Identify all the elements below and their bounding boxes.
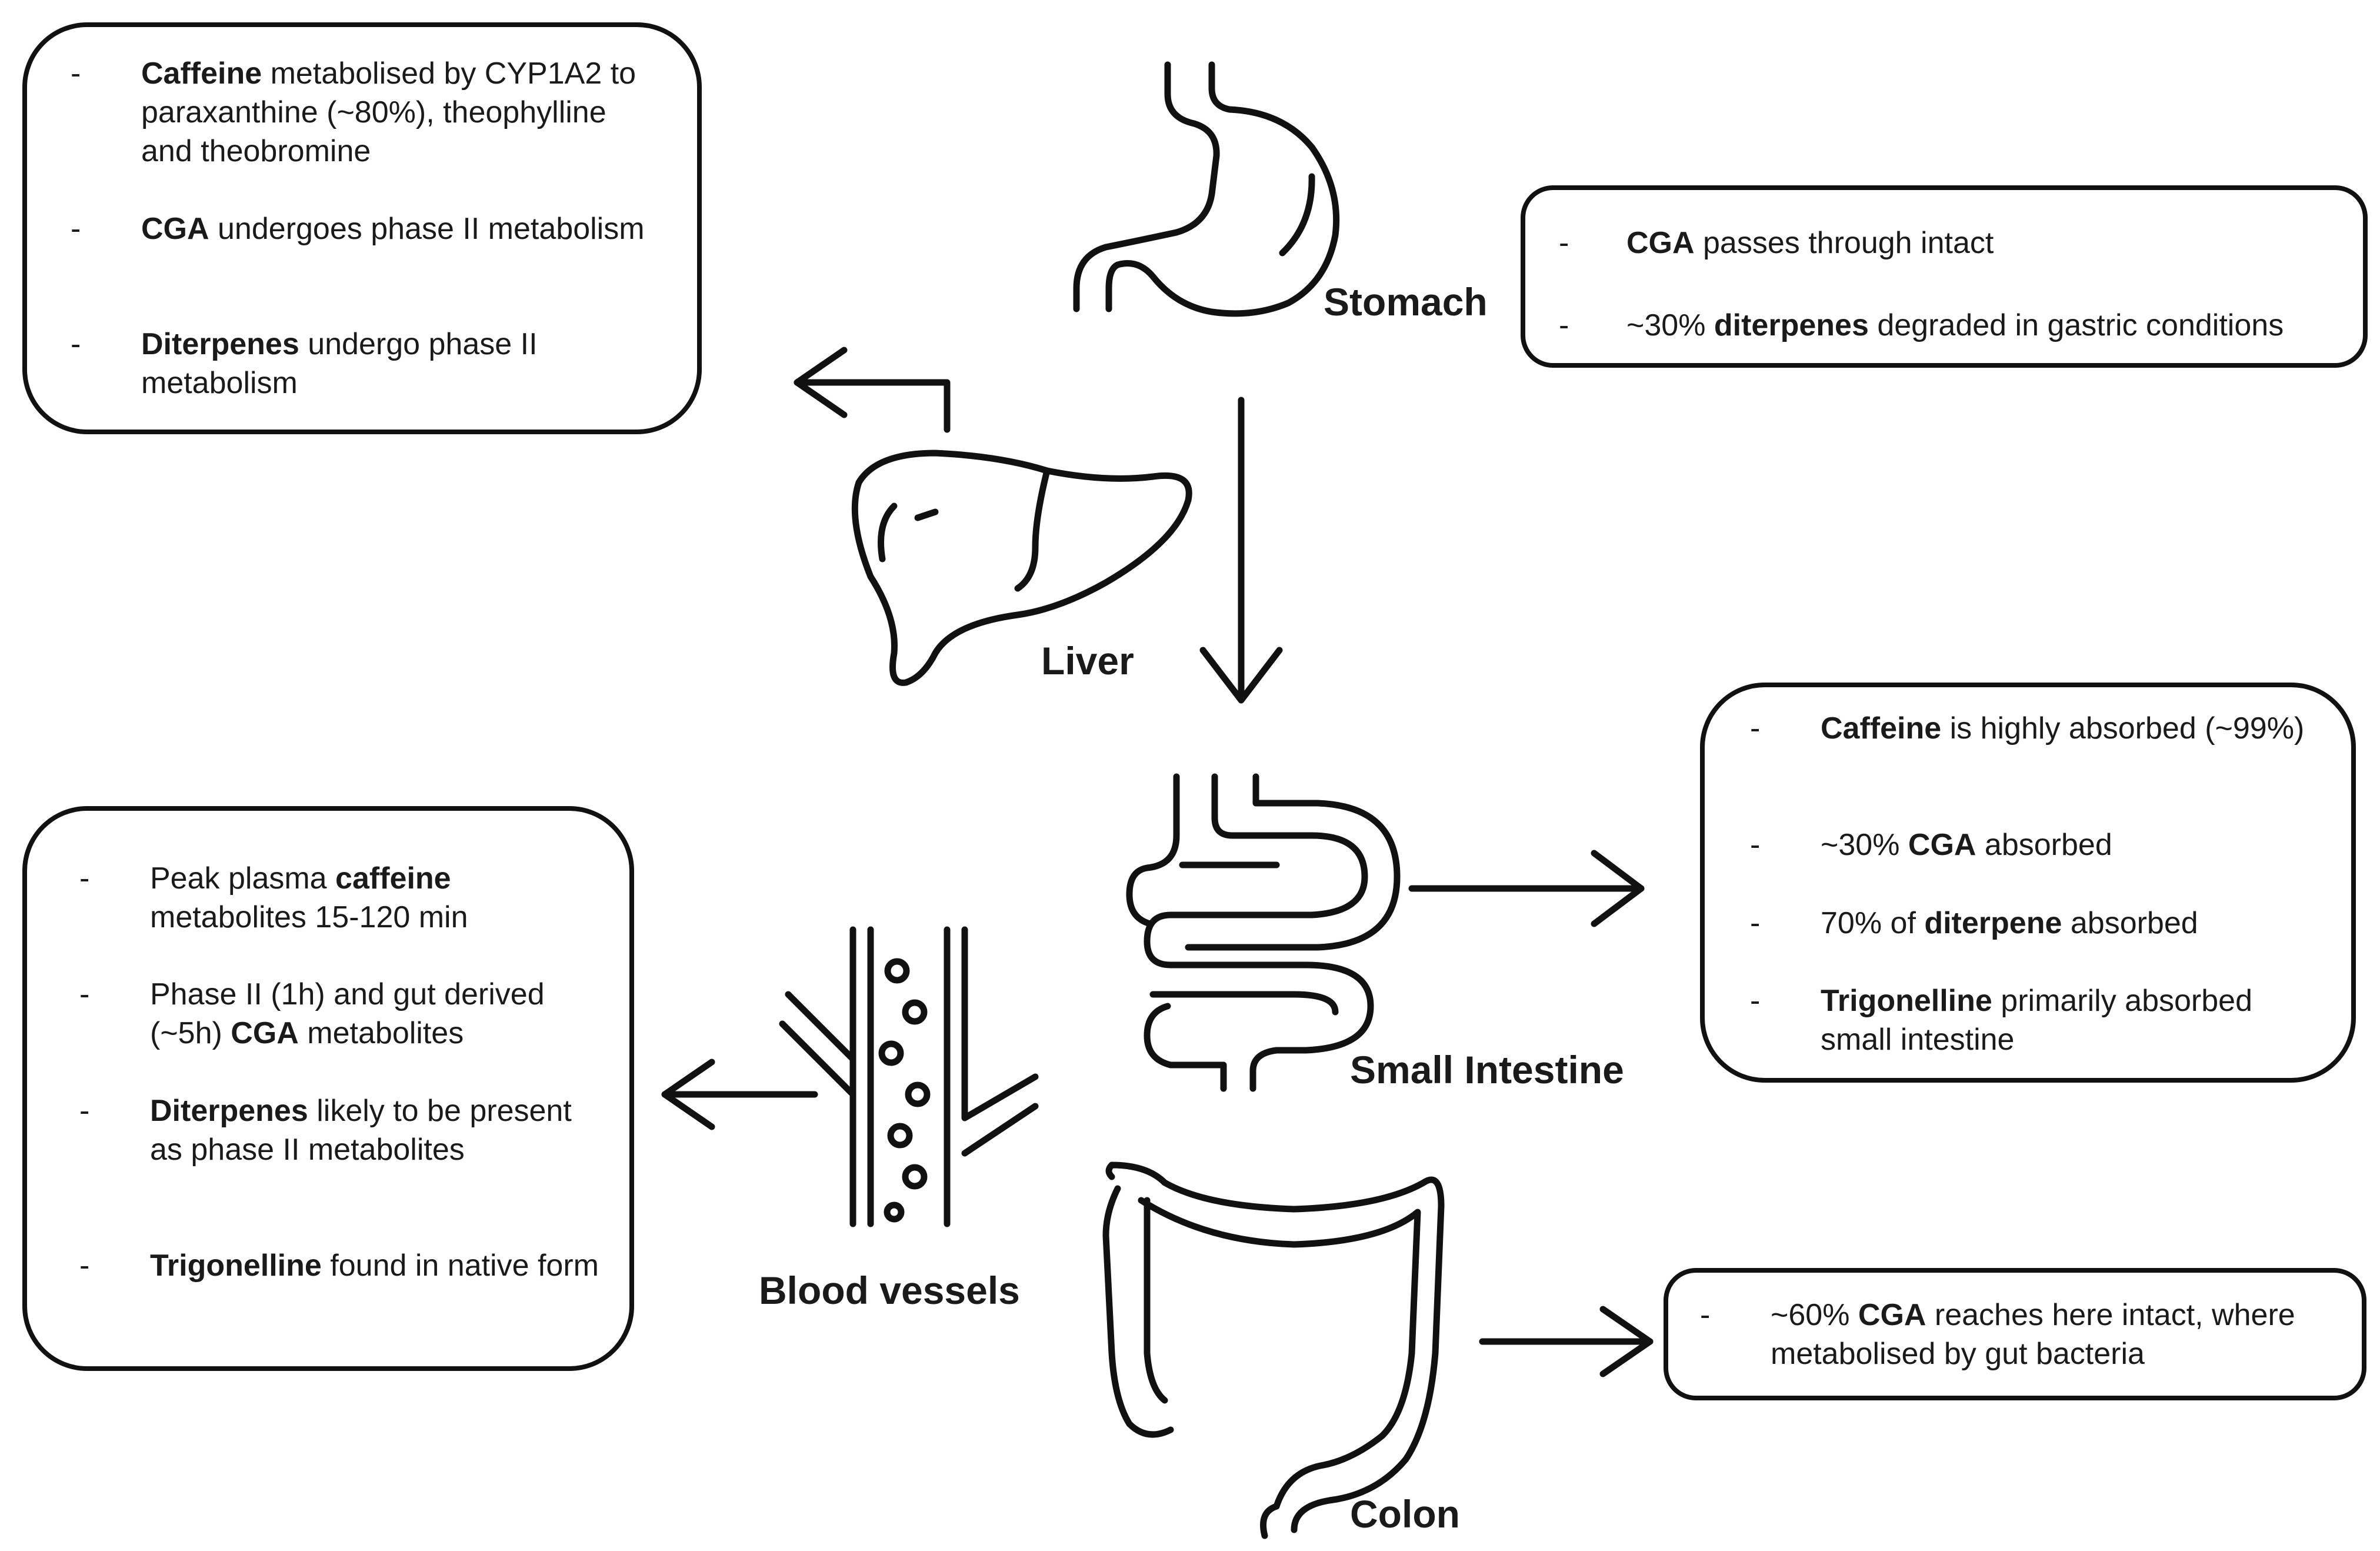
item-text-pre: ~30% [1626,308,1714,342]
item-text: absorbed [1976,828,2112,862]
bullet-dash: - [1750,906,1761,940]
item-bold: caffeine [335,861,451,896]
arrow-colon-to-box [1479,1306,1654,1377]
liver-item-cga: - CGA undergoes phase II metabolism [71,209,665,248]
stomach-item-cga: - CGA passes through intact [1559,224,2347,262]
item-text: degraded in gastric conditions [1868,308,2284,342]
bullet-dash: - [79,861,90,896]
item-text: passes through intact [1694,226,1994,260]
small-intestine-info-box [1700,683,2356,1083]
stomach-info-box [1521,185,2368,368]
colon-info-box [1664,1268,2366,1400]
bullet-dash: - [71,327,81,361]
bullet-dash: - [71,212,81,246]
item-bold: Caffeine [141,56,262,91]
item-text-pre: ~30% [1821,828,1908,862]
blood-item-trigonelline: - Trigonelline found in native form [79,1246,609,1285]
colon-icon [1102,1161,1445,1539]
bullet-dash: - [79,977,90,1011]
liver-info-box [22,22,702,434]
item-text: absorbed [2062,906,2198,940]
item-bold: Trigonelline [150,1249,322,1283]
item-bold: CGA [141,212,209,246]
colon-item-cga: - ~60% CGA reaches here intact, where me… [1700,1296,2341,1373]
item-bold: Caffeine [1821,711,1942,745]
stomach-icon [1073,61,1340,317]
intestine-item-diterpene: - 70% of diterpene absorbed [1750,904,2326,943]
item-text-pre: 70% of [1821,906,1925,940]
bullet-dash: - [79,1249,90,1283]
item-bold: Trigonelline [1821,984,1992,1018]
bullet-dash: - [1750,984,1761,1018]
item-text-pre: ~60% [1771,1298,1858,1332]
small-intestine-label: Small Intestine [1350,1048,1624,1091]
item-text: is highly absorbed (~99%) [1941,711,2305,745]
bullet-dash: - [1700,1298,1711,1332]
item-text: metabolised by CYP1A2 to paraxanthine (~… [141,56,636,168]
item-text: metabolites [298,1016,464,1050]
bullet-dash: - [79,1094,90,1128]
item-text: undergoes phase II metabolism [209,212,645,246]
bullet-dash: - [1750,711,1761,745]
item-bold: Diterpenes [141,327,299,361]
blood-vessel-icon [779,926,1039,1227]
bullet-dash: - [1559,226,1569,260]
item-text-pre: Peak plasma [150,861,336,896]
item-text: reaches here intact, where metabolised b… [1771,1298,2295,1371]
item-bold: CGA [1626,226,1695,260]
item-text-pre: Phase II (1h) and gut derived (~5h) [150,977,545,1050]
item-bold: Diterpenes [150,1094,308,1128]
blood-vessels-info-box [22,806,634,1371]
blood-item-cga: - Phase II (1h) and gut derived (~5h) CG… [79,975,609,1053]
item-bold: CGA [231,1016,299,1050]
blood-item-caffeine: - Peak plasma caffeine metabolites 15-12… [79,859,609,937]
item-text: metabolites 15-120 min [150,900,468,934]
blood-vessels-label: Blood vessels [759,1269,1020,1312]
liver-item-caffeine: - Caffeine metabolised by CYP1A2 to para… [71,54,665,171]
liver-icon [851,450,1192,686]
intestine-item-trigonelline: - Trigonelline primarily absorbed small … [1750,981,2326,1059]
liver-label: Liver [1041,639,1134,683]
bullet-dash: - [1559,308,1569,342]
arrow-blood-to-box [661,1059,818,1130]
small-intestine-icon [1126,773,1401,1092]
item-bold: CGA [1858,1298,1926,1332]
stomach-label: Stomach [1324,280,1488,324]
item-text: primarily absorbed small intestine [1821,984,2253,1057]
arrow-liver-to-box [794,347,951,433]
intestine-item-caffeine: - Caffeine is highly absorbed (~99%) [1750,709,2326,748]
item-text: found in native form [321,1249,599,1283]
item-bold: diterpene [1924,906,2062,940]
item-bold: diterpenes [1714,308,1869,342]
colon-label: Colon [1350,1492,1460,1536]
intestine-item-cga: - ~30% CGA absorbed [1750,826,2326,864]
bullet-dash: - [1750,828,1761,862]
blood-item-diterpenes: - Diterpenes likely to be present as pha… [79,1091,609,1169]
item-text: undergo phase II metabolism [141,327,538,400]
arrow-stomach-to-intestine [1199,397,1283,704]
arrow-intestine-to-box [1408,850,1645,927]
item-text: likely to be present as phase II metabol… [150,1094,572,1167]
item-bold: CGA [1908,828,1976,862]
bullet-dash: - [71,56,81,91]
liver-item-diterpenes: - Diterpenes undergo phase II metabolism [71,325,665,402]
stomach-item-diterpenes: - ~30% diterpenes degraded in gastric co… [1559,306,2359,345]
